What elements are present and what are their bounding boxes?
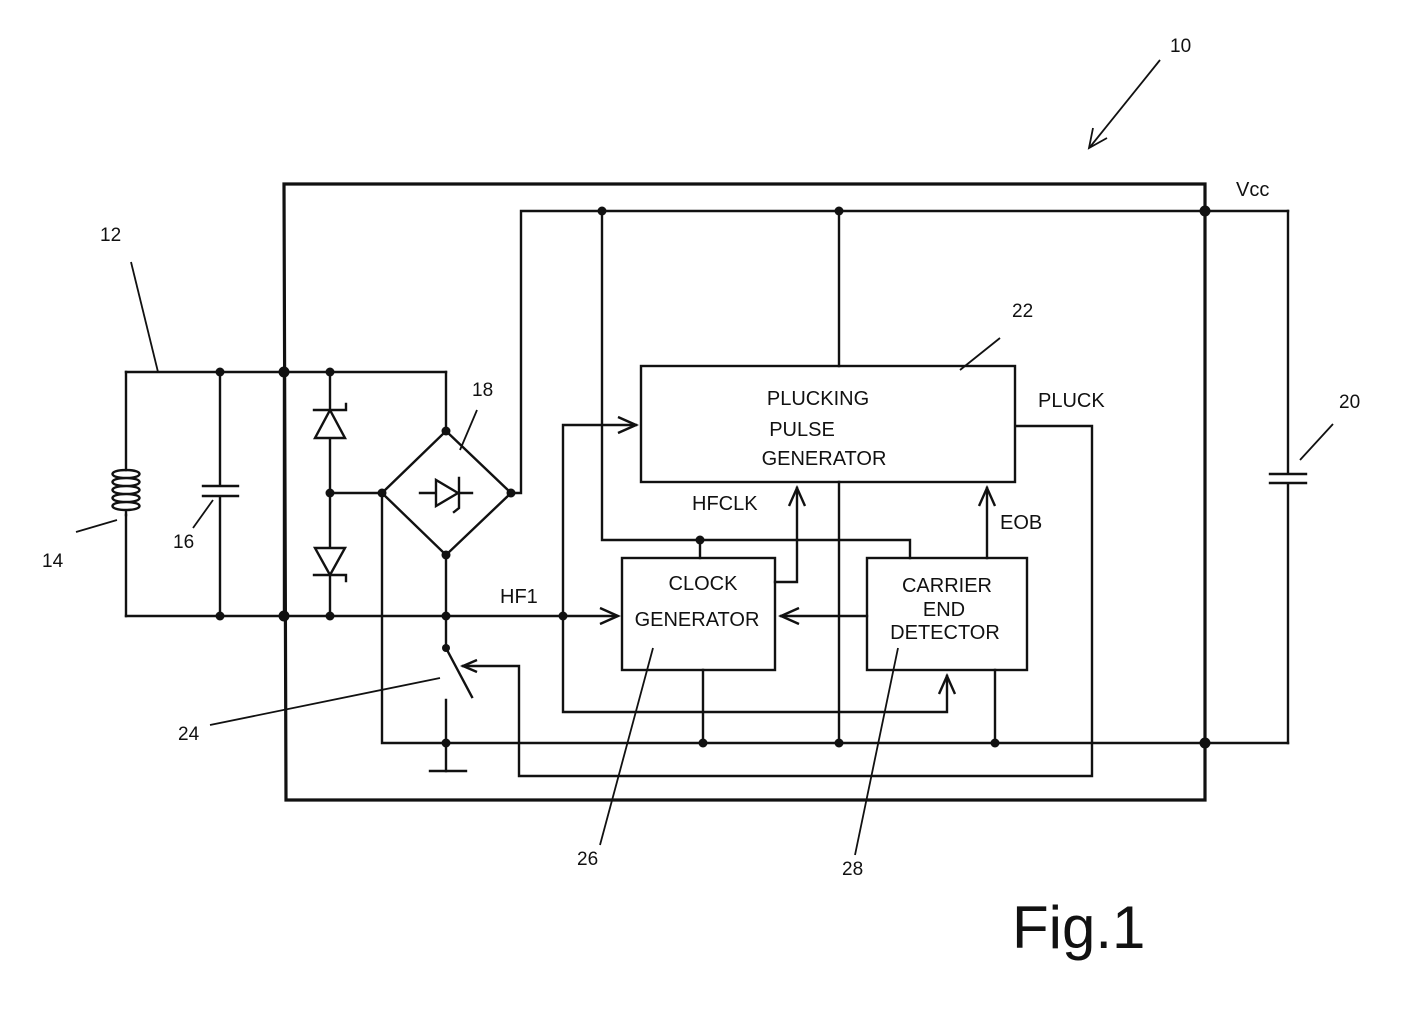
label-hf1: HF1	[500, 586, 538, 608]
plucking-label-line2: PULSE	[769, 419, 835, 441]
label-pluck: PLUCK	[1038, 390, 1105, 412]
ref-22: 22	[1012, 301, 1033, 322]
ref-10: 10	[1170, 36, 1191, 57]
switch-blade	[446, 648, 472, 697]
tuning-capacitor	[203, 372, 238, 616]
leader-28	[855, 648, 898, 855]
leader-24	[210, 678, 440, 725]
zener-diode-bottom	[314, 548, 346, 581]
carrier-label-line3: DETECTOR	[890, 622, 1000, 644]
ref-20: 20	[1339, 392, 1360, 413]
leader-16	[193, 500, 213, 528]
ref-28: 28	[842, 859, 863, 880]
zener-diode-top	[314, 404, 346, 438]
leader-20	[1300, 424, 1333, 460]
hfclk-line	[775, 488, 797, 582]
leader-12	[131, 262, 158, 372]
ref-16: 16	[173, 532, 194, 553]
plucking-label-line3: GENERATOR	[762, 448, 887, 470]
ref-12: 12	[100, 225, 121, 246]
ref-26: 26	[577, 849, 598, 870]
figure-label: Fig.1	[1012, 894, 1145, 961]
clock-label-line1: CLOCK	[669, 573, 739, 595]
carrier-label-line2: END	[923, 599, 965, 621]
ref-14: 14	[42, 551, 64, 572]
leader-10	[1090, 60, 1160, 147]
coil-symbol	[113, 470, 140, 515]
label-vcc: Vcc	[1236, 179, 1269, 201]
storage-capacitor	[1270, 211, 1306, 743]
plucking-label-line1: PLUCKING	[767, 388, 869, 410]
leader-26	[600, 648, 653, 845]
clock-label-line2: GENERATOR	[635, 609, 760, 631]
label-eob: EOB	[1000, 512, 1042, 534]
carrier-label-line1: CARRIER	[902, 575, 992, 597]
leader-14	[76, 520, 117, 532]
ref-18: 18	[472, 380, 493, 401]
ref-24: 24	[178, 724, 200, 745]
label-hfclk: HFCLK	[692, 493, 758, 515]
bridge-diode-icon	[420, 478, 472, 512]
leader-18	[460, 410, 477, 450]
